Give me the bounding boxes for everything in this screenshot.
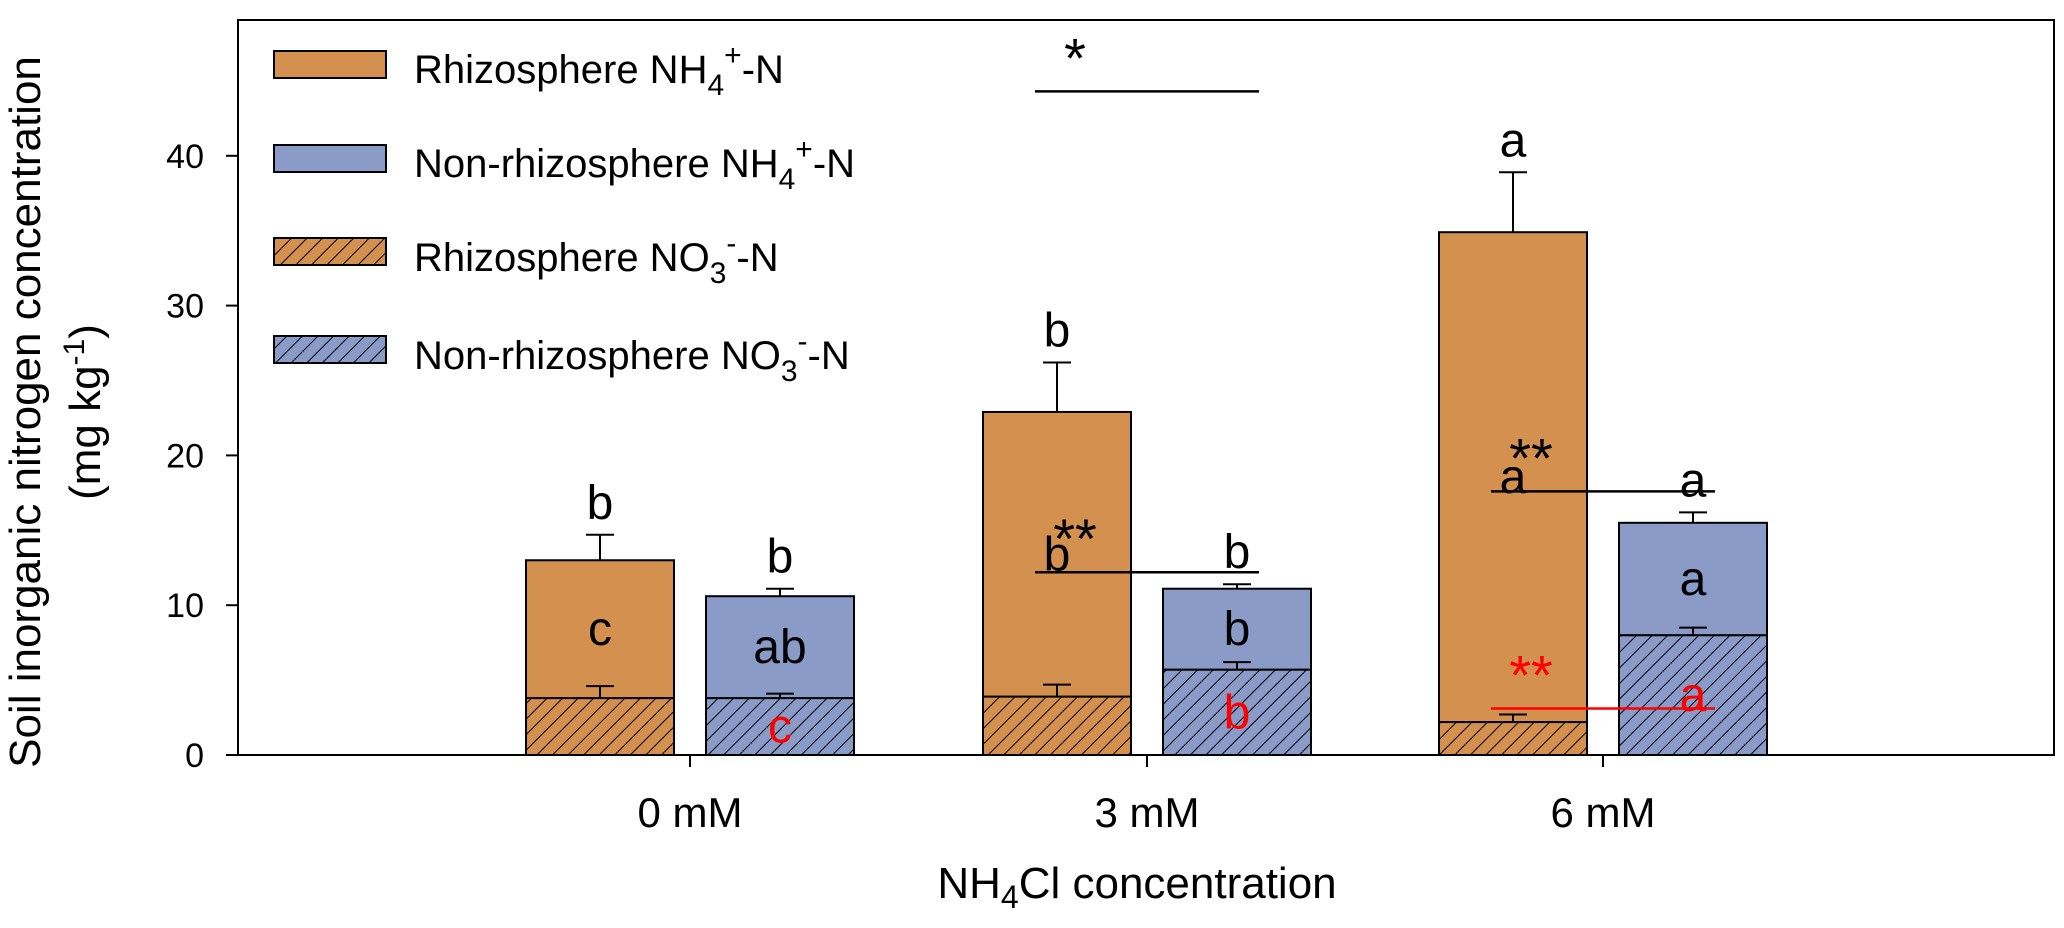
- significance-label-0: *: [1064, 26, 1086, 89]
- y-axis-title-line2: (mg kg-1): [58, 324, 110, 500]
- letter-total-rhizosphere-0: b: [587, 477, 614, 530]
- letter-total-rhizosphere-1: b: [1044, 305, 1071, 358]
- letter-nh4-non-rhizosphere-1: b: [1224, 603, 1251, 656]
- letter-nh4-rhizosphere-0: c: [588, 603, 612, 656]
- letter-total-non-rhizosphere-0: b: [767, 531, 794, 584]
- letter-nh4-non-rhizosphere-0: ab: [753, 621, 806, 674]
- legend-label-rhizosphere-no3: Rhizosphere NO3--N: [414, 227, 779, 290]
- legend-item-non-rhizosphere-no3: Non-rhizosphere NO3--N: [273, 325, 850, 388]
- bar-nh4-rhizosphere-2: [1438, 231, 1588, 724]
- legend-swatch-rhizosphere-nh4: [273, 50, 387, 79]
- significance-label-4: **: [1509, 644, 1553, 707]
- letter-no3-non-rhizosphere-1: b: [1224, 686, 1251, 739]
- legend: Rhizosphere NH4+-N Non-rhizosphere NH4+-…: [273, 39, 855, 388]
- bar-no3-non-rhizosphere-1: [1162, 668, 1312, 757]
- bar-no3-non-rhizosphere-2: [1618, 634, 1768, 756]
- bar-nh4-non-rhizosphere-0: [705, 595, 855, 700]
- legend-swatch-non-rhizosphere-no3: [273, 335, 387, 364]
- bar-no3-rhizosphere-2: [1438, 721, 1588, 757]
- y-tick-label-3: 30: [166, 288, 204, 326]
- axes-layer: 0 10 20 30 40 0 mM 3 mM 6 mM: [166, 138, 1655, 836]
- y-tick-label-1: 10: [166, 587, 204, 625]
- bar-no3-rhizosphere-0: [525, 697, 675, 756]
- bar-no3-rhizosphere-1: [982, 695, 1132, 757]
- x-tick-label-0: 0 mM: [638, 789, 743, 836]
- legend-swatch-rhizosphere-no3: [273, 237, 387, 266]
- x-tick-label-1: 3 mM: [1095, 789, 1200, 836]
- bar-nh4-rhizosphere-0: [525, 559, 675, 700]
- y-tick-label-2: 20: [166, 437, 204, 475]
- letter-total-non-rhizosphere-2: a: [1680, 454, 1707, 507]
- y-axis-title-line1: Soil inorganic nitrogen concentration: [1, 56, 50, 768]
- bar-nh4-non-rhizosphere-1: [1162, 587, 1312, 671]
- significance-label-3: **: [1509, 426, 1553, 489]
- plot-frame: [237, 19, 2055, 756]
- legend-label-non-rhizosphere-nh4: Non-rhizosphere NH4+-N: [414, 133, 855, 196]
- legend-label-rhizosphere-nh4: Rhizosphere NH4+-N: [414, 39, 784, 102]
- y-axis-title: Soil inorganic nitrogen concentration (m…: [1, 56, 110, 768]
- x-axis-title: NH4Cl concentration: [937, 859, 1336, 915]
- legend-item-rhizosphere-nh4: Rhizosphere NH4+-N: [273, 39, 784, 102]
- significance-label-2: **: [1053, 507, 1097, 570]
- legend-label-non-rhizosphere-no3: Non-rhizosphere NO3--N: [414, 325, 850, 388]
- legend-item-rhizosphere-no3: Rhizosphere NO3--N: [273, 227, 779, 290]
- letter-total-rhizosphere-2: a: [1500, 114, 1527, 167]
- letter-nh4-non-rhizosphere-2: a: [1680, 553, 1707, 606]
- bars-layer: [525, 171, 1768, 757]
- legend-item-non-rhizosphere-nh4: Non-rhizosphere NH4+-N: [273, 133, 855, 196]
- legend-swatch-non-rhizosphere-nh4: [273, 144, 387, 173]
- y-tick-label-0: 0: [185, 737, 204, 775]
- letter-total-non-rhizosphere-1: b: [1224, 526, 1251, 579]
- bar-nh4-non-rhizosphere-2: [1618, 521, 1768, 637]
- letter-nh4-rhizosphere-2: a: [1500, 451, 1527, 504]
- letter-no3-non-rhizosphere-2: a: [1680, 669, 1707, 722]
- letter-no3-non-rhizosphere-0: c: [768, 701, 792, 754]
- y-tick-label-4: 40: [166, 138, 204, 176]
- x-tick-label-2: 6 mM: [1551, 789, 1656, 836]
